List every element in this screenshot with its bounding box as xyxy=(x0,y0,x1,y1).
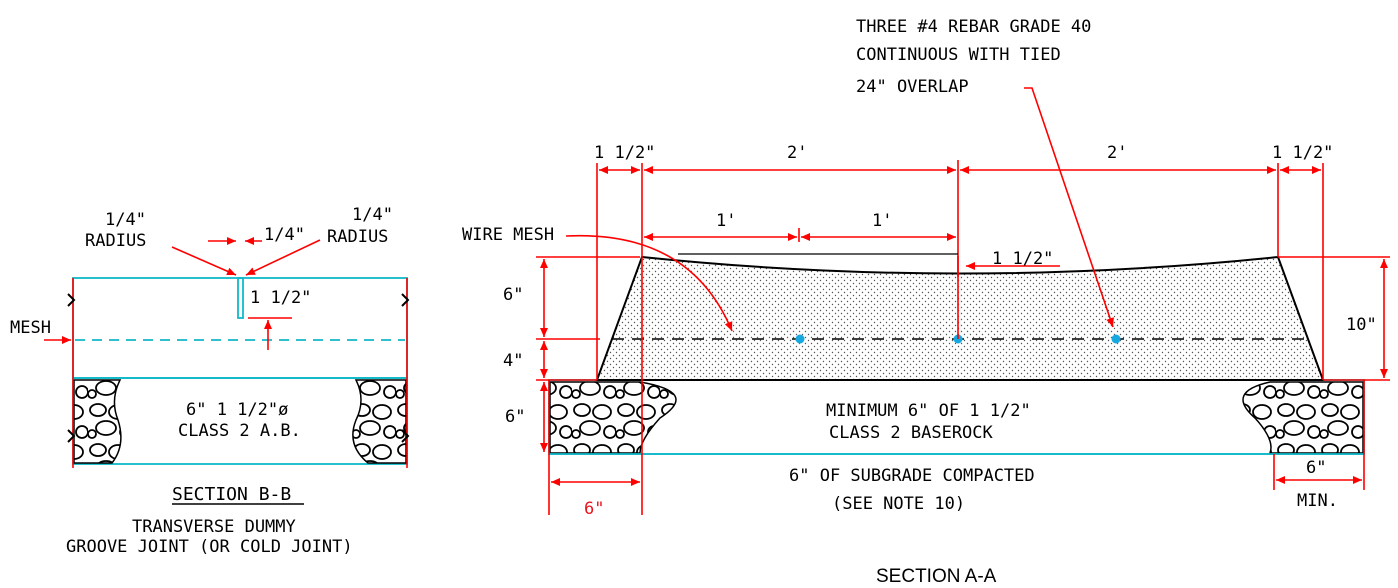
aa-min-label: MIN. xyxy=(1297,491,1338,511)
bb-radius-right-2: RADIUS xyxy=(327,227,388,247)
aa-wire-mesh-label: WIRE MESH xyxy=(462,225,554,245)
bb-radius-left-1: 1/4" xyxy=(105,210,146,230)
bb-base-text-1: 6" 1 1/2"ø xyxy=(186,400,288,420)
section-bb: 1/4" RADIUS 1/4" RADIUS 1/4" 1 1/2" MESH… xyxy=(10,205,410,557)
aa-dim-six-in: 6" xyxy=(503,285,523,305)
aa-dim-two-ft-right: 2' xyxy=(1107,143,1127,163)
aa-subgrade-text-2: (SEE NOTE 10) xyxy=(832,494,965,514)
bb-slab-outline xyxy=(72,277,408,379)
aa-dim-crown-drop: 1 1/2" xyxy=(992,249,1053,269)
aa-dim-left-edge: 1 1/2" xyxy=(594,143,655,163)
aa-dim-base-six-in: 6" xyxy=(505,407,525,427)
aa-dim-ten-in: 10" xyxy=(1346,315,1377,335)
aa-rebar-1 xyxy=(795,334,805,344)
aa-dim-six-in-red: 6" xyxy=(584,499,604,519)
bb-caption-1: TRANSVERSE DUMMY xyxy=(132,517,296,537)
aa-rebar-note-1: THREE #4 REBAR GRADE 40 xyxy=(856,17,1091,37)
aa-dim-one-ft-a: 1' xyxy=(716,211,736,231)
aa-rebar-note-2: CONTINUOUS WITH TIED xyxy=(856,45,1061,65)
aa-subgrade-text-1: 6" OF SUBGRADE COMPACTED xyxy=(789,466,1035,486)
aa-dim-min-six: 6" xyxy=(1306,458,1326,478)
aa-baserock-text-1: MINIMUM 6" OF 1 1/2" xyxy=(826,401,1031,421)
aa-rebar-3 xyxy=(1111,334,1121,344)
aa-dim-two-ft-left: 2' xyxy=(787,143,807,163)
aa-rock-right xyxy=(1242,381,1364,454)
bb-radius-right-1: 1/4" xyxy=(352,205,393,225)
bb-rock-left xyxy=(73,379,122,464)
aa-rebar-note-3: 24" OVERLAP xyxy=(856,77,969,97)
aa-dim-four-in: 4" xyxy=(503,351,523,371)
bb-caption-2: GROOVE JOINT (OR COLD JOINT) xyxy=(66,537,353,557)
aa-baserock-text-2: CLASS 2 BASEROCK xyxy=(829,423,994,443)
bb-groove xyxy=(237,277,244,319)
bb-mesh-label: MESH xyxy=(10,318,51,338)
bb-radius-left-2: RADIUS xyxy=(85,231,146,251)
bb-title: SECTION B-B xyxy=(172,484,291,505)
bb-groove-depth: 1 1/2" xyxy=(250,288,311,308)
bb-rock-right xyxy=(352,379,407,464)
aa-rock-left xyxy=(549,381,677,454)
aa-concrete-slab xyxy=(595,255,1325,381)
aa-dim-right-edge: 1 1/2" xyxy=(1272,143,1333,163)
aa-title: SECTION A-A xyxy=(876,566,997,587)
bb-base-text-2: CLASS 2 A.B. xyxy=(178,421,301,441)
aa-dim-one-ft-b: 1' xyxy=(872,211,892,231)
bb-groove-width: 1/4" xyxy=(264,225,305,245)
section-aa: 1 1/2" 2' 2' 1 1/2" 1' 1' 1 1/2" WIRE ME… xyxy=(462,17,1390,587)
